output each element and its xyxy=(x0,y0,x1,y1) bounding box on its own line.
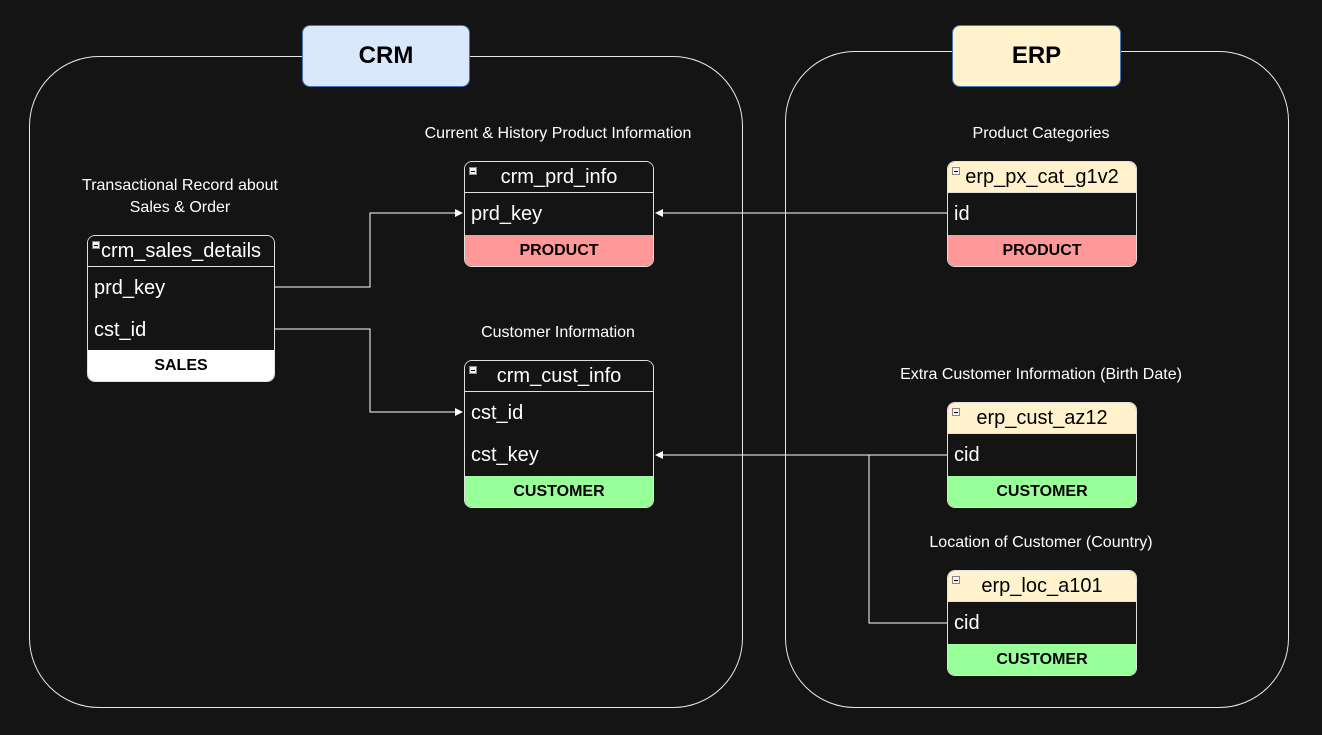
caption-extra-customer: Extra Customer Information (Birth Date) xyxy=(900,366,1182,383)
table-name: erp_cust_az12 xyxy=(976,407,1108,429)
caption-location: Location of Customer (Country) xyxy=(929,534,1153,551)
table-header: erp_loc_a101 xyxy=(948,571,1136,602)
table-erp-loc-a101[interactable]: erp_loc_a101 cid CUSTOMER xyxy=(947,570,1137,676)
table-name: crm_cust_info xyxy=(496,365,622,387)
table-header: crm_prd_info xyxy=(465,162,653,193)
table-header: crm_sales_details xyxy=(88,236,274,267)
table-tag: CUSTOMER xyxy=(948,644,1136,675)
field-cst-id: cst_id xyxy=(94,319,147,341)
field-cid: cid xyxy=(954,444,980,466)
caption-product-info: Current & History Product Information xyxy=(424,125,692,142)
field-cst-key: cst_key xyxy=(471,444,539,466)
table-header: erp_cust_az12 xyxy=(948,403,1136,434)
collapse-icon[interactable] xyxy=(952,408,960,416)
table-erp-cust-az12[interactable]: erp_cust_az12 cid CUSTOMER xyxy=(947,402,1137,508)
table-tag: SALES xyxy=(88,350,274,381)
table-tag: CUSTOMER xyxy=(948,476,1136,507)
table-name: erp_loc_a101 xyxy=(981,575,1103,597)
table-tag: PRODUCT xyxy=(948,235,1136,266)
crm-region-title: CRM xyxy=(302,25,470,87)
table-name: crm_sales_details xyxy=(100,240,262,262)
table-header: erp_px_cat_g1v2 xyxy=(948,162,1136,193)
caption-sales-line1: Transactional Record about xyxy=(82,177,278,194)
collapse-icon[interactable] xyxy=(469,167,477,175)
caption-customer-info: Customer Information xyxy=(481,324,635,341)
field-cid: cid xyxy=(954,612,980,634)
field-id: id xyxy=(954,203,970,225)
table-name: crm_prd_info xyxy=(500,166,618,188)
caption-sales-line2: Sales & Order xyxy=(129,199,231,216)
table-header: crm_cust_info xyxy=(465,361,653,392)
collapse-icon[interactable] xyxy=(469,366,477,374)
caption-product-categories: Product Categories xyxy=(972,125,1110,142)
field-cst-id: cst_id xyxy=(471,402,524,424)
table-tag: PRODUCT xyxy=(465,235,653,266)
table-crm-sales-details[interactable]: crm_sales_details prd_key cst_id SALES xyxy=(87,235,275,382)
table-name: erp_px_cat_g1v2 xyxy=(965,166,1119,188)
table-crm-cust-info[interactable]: crm_cust_info cst_id cst_key CUSTOMER xyxy=(464,360,654,508)
field-prd-key: prd_key xyxy=(471,203,543,225)
table-tag: CUSTOMER xyxy=(465,476,653,507)
collapse-icon[interactable] xyxy=(952,167,960,175)
collapse-icon[interactable] xyxy=(952,576,960,584)
erp-region-title: ERP xyxy=(952,25,1121,87)
field-prd-key: prd_key xyxy=(94,277,166,299)
table-erp-px-cat-g1v2[interactable]: erp_px_cat_g1v2 id PRODUCT xyxy=(947,161,1137,267)
collapse-icon[interactable] xyxy=(92,241,100,249)
table-crm-prd-info[interactable]: crm_prd_info prd_key PRODUCT xyxy=(464,161,654,267)
